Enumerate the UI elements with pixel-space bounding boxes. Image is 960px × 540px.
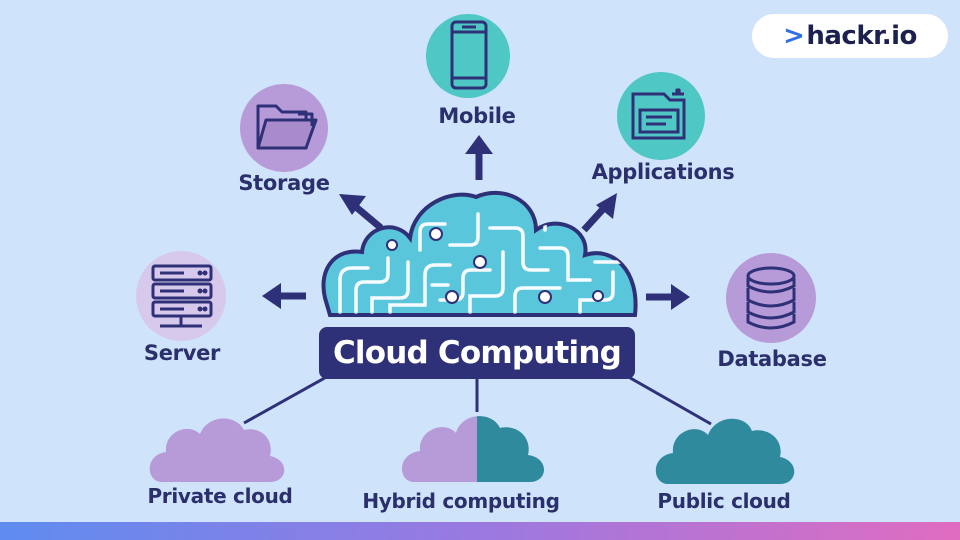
arrow-right-icon	[646, 284, 690, 310]
storage-node	[240, 84, 328, 172]
brand-logo: > hackr.io	[752, 14, 948, 58]
circuit-cloud-icon	[321, 190, 638, 317]
arrow-up-icon	[465, 135, 493, 180]
public-cloud-icon	[655, 418, 795, 484]
private-cloud-icon	[149, 418, 285, 482]
applications-label: Applications	[591, 160, 735, 184]
hybrid-cloud-icon	[402, 416, 544, 482]
mobile-icon	[450, 20, 488, 90]
server-node	[136, 251, 226, 341]
brand-name: hackr.io	[806, 21, 917, 51]
bottom-gradient-bar	[0, 522, 960, 540]
title-box: Cloud Computing	[319, 327, 635, 379]
arrow-up-left-icon	[339, 194, 384, 231]
server-label: Server	[143, 341, 221, 365]
public-cloud-label: Public cloud	[657, 489, 791, 513]
arrow-left-icon	[262, 283, 306, 309]
mobile-node	[426, 14, 510, 98]
database-icon	[746, 266, 796, 330]
applications-node	[617, 72, 705, 160]
storage-label: Storage	[238, 171, 330, 195]
database-label: Database	[717, 347, 827, 371]
app-window-icon	[631, 87, 686, 140]
folder-icon	[256, 104, 318, 150]
arrow-up-right-icon	[581, 193, 617, 233]
diagram-title: Cloud Computing	[332, 335, 622, 371]
server-icon	[151, 264, 213, 328]
connector-lines	[243, 373, 712, 426]
arrows	[262, 135, 690, 310]
brand-chevron: >	[783, 21, 805, 51]
mobile-label: Mobile	[438, 104, 516, 128]
hybrid-computing-label: Hybrid computing	[362, 489, 560, 513]
database-node	[726, 253, 816, 343]
private-cloud-label: Private cloud	[147, 484, 293, 508]
